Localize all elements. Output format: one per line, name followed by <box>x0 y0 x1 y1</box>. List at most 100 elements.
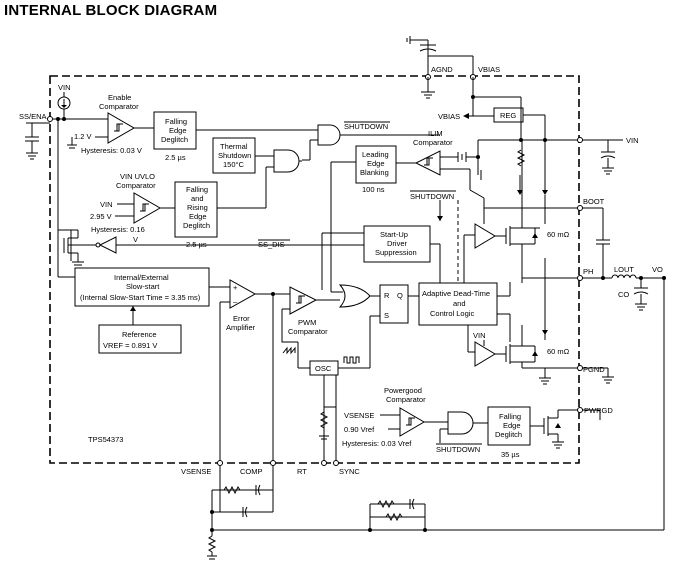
ss-discharge-section <box>57 119 370 278</box>
pg-vsense-label: VSENSE <box>344 411 374 420</box>
leb-line-1: Leading <box>362 150 389 159</box>
adt-line-2: and <box>453 299 466 308</box>
thermal-line-2: Shutdown <box>218 151 251 160</box>
uvlo-section: VIN UVLO Comparator VIN 2.95 V Hysteresi… <box>90 172 290 249</box>
adt-line-1: Adaptive Dead-Time <box>422 289 490 298</box>
rt-label: RT <box>297 467 307 476</box>
pwm-label-1: PWM <box>298 318 316 327</box>
osc-label: OSC <box>315 364 332 373</box>
blanking-time: 100 ns <box>362 185 385 194</box>
v-1-2-label: 1.2 V <box>74 132 92 141</box>
co-label: CO <box>618 290 629 299</box>
boot-pin[interactable] <box>577 205 583 211</box>
ramp-waveform-icon <box>282 346 296 355</box>
uvlo-label-2: Comparator <box>116 181 156 190</box>
frd-line-3: Rising <box>187 203 208 212</box>
sync-pin[interactable] <box>333 460 339 466</box>
rt-pin[interactable] <box>321 460 327 466</box>
pgnd-label: PGND <box>583 365 605 374</box>
shutdown-2-label: SHUTDOWN <box>410 192 454 201</box>
high-side-section: 60 mΩ <box>463 138 580 283</box>
fed1-line-1: Falling <box>165 117 187 126</box>
reg-label: REG <box>500 111 516 120</box>
reference-block <box>98 324 182 354</box>
startup-driver-block <box>363 225 431 263</box>
latch-section: R S Q <box>321 161 419 324</box>
startup-line-3: Suppression <box>375 248 417 257</box>
divider-resistor-icon <box>207 535 217 553</box>
adt-line-3: Control Logic <box>430 309 474 318</box>
deglitch-time-1: 2.5 µs <box>165 153 186 162</box>
high-side-driver <box>474 223 496 249</box>
inductor-icon <box>611 274 637 279</box>
agnd-label: AGND <box>431 65 453 74</box>
leb-line-3: Blanking <box>360 168 389 177</box>
sync-label: SYNC <box>339 467 360 476</box>
pgnd-pin[interactable] <box>577 365 583 371</box>
comp-label: COMP <box>240 467 263 476</box>
sr-latch <box>379 284 409 324</box>
ss-buffer <box>98 236 117 254</box>
fed3-line-1: Falling <box>499 412 521 421</box>
fed1-line-2: Edge <box>169 126 187 135</box>
control-logic-section: Adaptive Dead-Time and Control Logic <box>418 282 511 342</box>
low-side-driver <box>474 341 496 367</box>
error-amp-line-2: Amplifier <box>226 323 256 332</box>
bottom-pins-section: VSENSE COMP RT SYNC <box>181 276 666 560</box>
thermal-line-1: Thermal <box>220 142 248 151</box>
pwm-label-2: Comparator <box>288 327 328 336</box>
leading-edge-blanking <box>355 145 397 184</box>
uvlo-comparator <box>133 192 162 224</box>
vsense-pin[interactable] <box>217 460 223 466</box>
ilim-label-1: ILIM <box>428 129 443 138</box>
startup-line-2: Driver <box>387 239 408 248</box>
pwm-section: PWM Comparator OSC <box>281 286 380 463</box>
frd-line-5: Deglitch <box>183 221 210 230</box>
deglitch-time-3: 35 µs <box>501 450 520 459</box>
and-gate-powergood <box>447 411 474 435</box>
sense-resistor-icon <box>516 149 526 167</box>
pg-ref-label: 0.90 Vref <box>344 425 375 434</box>
boot-ph-section: BOOT PH LOUT VO CO <box>212 197 665 531</box>
shutdown-and-gate-top: SHUTDOWN <box>302 121 440 161</box>
powergood-section: Powergood Comparator VSENSE 0.90 Vref Hy… <box>342 386 613 459</box>
slow-start-line-2: Slow-start <box>126 282 160 291</box>
frd-line-4: Edge <box>189 212 207 221</box>
leb-line-2: Edge <box>367 159 385 168</box>
reference-line-2: VREF = 0.891 V <box>103 341 157 350</box>
ss-ena-label: SS/ENA <box>19 112 47 121</box>
agnd-vbias-section: AGND VBIAS VBIAS REG <box>406 36 546 140</box>
page-title: INTERNAL BLOCK DIAGRAM <box>4 2 218 19</box>
shutdown-3-label: SHUTDOWN <box>436 445 480 454</box>
slowstart-section: Internal/External Slow-start (Internal S… <box>74 267 230 354</box>
ph-pin[interactable] <box>577 275 583 281</box>
ss-ena-pin[interactable] <box>47 116 53 122</box>
enable-comparator <box>107 112 136 144</box>
latch-s: S <box>384 311 389 320</box>
hysteresis-1-label: Hysteresis: 0.03 V <box>81 146 142 155</box>
ilim-section: Leading Edge Blanking 100 ns ILIM Compar… <box>355 129 580 283</box>
vin-current-source-label: VIN <box>58 83 71 92</box>
vbias-internal-label: VBIAS <box>438 112 460 121</box>
and-gate-thermal <box>273 149 300 173</box>
vin-pin-section: VIN <box>577 136 639 175</box>
falling-edge-deglitch-3 <box>487 406 531 446</box>
ilim-label-2: Comparator <box>413 138 453 147</box>
lout-label: LOUT <box>614 265 634 274</box>
shutdown-1-label: SHUTDOWN <box>344 122 388 131</box>
ph-label: PH <box>583 267 593 276</box>
frd-line-2: and <box>191 194 204 203</box>
boot-label: BOOT <box>583 197 605 206</box>
vin-pin-label: VIN <box>626 136 639 145</box>
vin-pin[interactable] <box>577 137 583 143</box>
uvlo-vin-label: VIN <box>100 200 113 209</box>
thermal-section: Thermal Shutdown 150°C <box>212 137 302 209</box>
enable-comparator-label-1: Enable <box>108 93 131 102</box>
falling-edge-deglitch-1 <box>153 111 197 150</box>
frd-line-1: Falling <box>186 185 208 194</box>
r-60-high-label: 60 mΩ <box>547 230 570 239</box>
powergood-comparator <box>399 407 425 437</box>
pwrgd-pin[interactable] <box>577 407 583 413</box>
falling-rising-deglitch <box>174 181 218 238</box>
comp-pin[interactable] <box>270 460 276 466</box>
